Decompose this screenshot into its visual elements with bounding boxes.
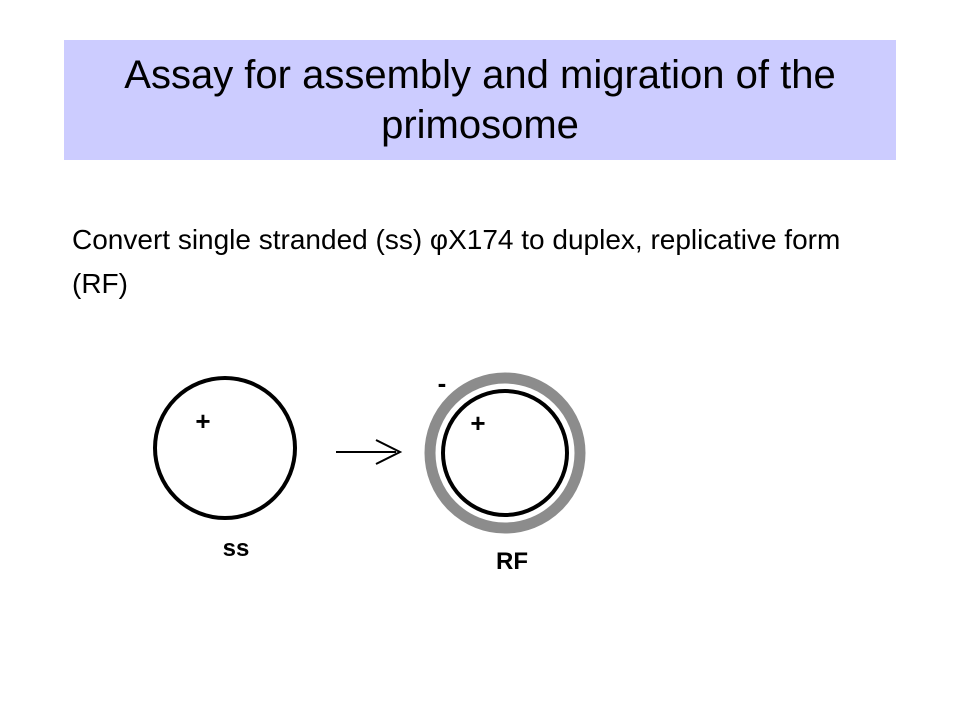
rf-outer-strand [424,372,586,534]
body-text: Convert single stranded (ss) φX174 to du… [72,224,841,299]
rf-caption: RF [496,548,528,575]
rf-minus-label: - [438,368,447,398]
ss-plus-label: + [195,406,210,436]
rf-inner-strand [441,389,569,517]
right-arrow-icon [336,439,403,465]
rf-plus-label: + [470,408,485,438]
ss-circle [153,376,297,520]
slide-title: Assay for assembly and migration of the … [124,53,836,147]
title-banner: Assay for assembly and migration of the … [64,40,896,160]
ss-circle-group: + ss [153,376,297,562]
ss-caption: ss [223,535,250,562]
rf-circle-group: - + RF [424,368,586,575]
